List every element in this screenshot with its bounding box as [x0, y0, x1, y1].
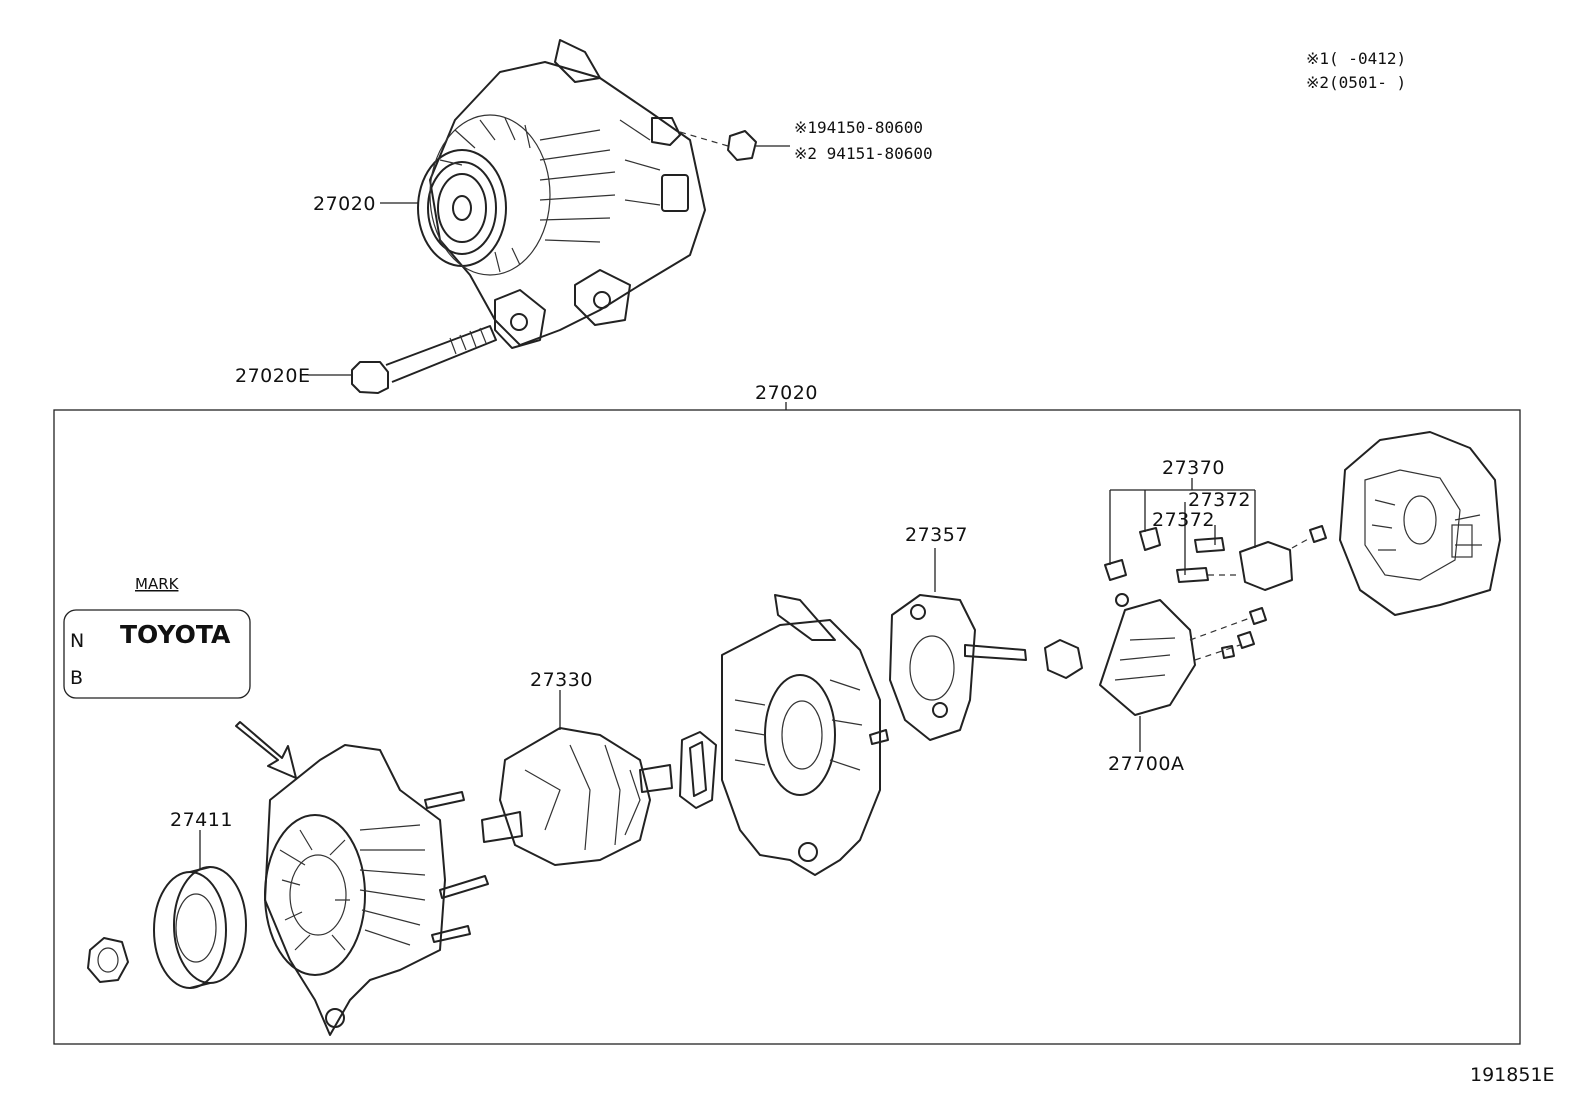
bolt-drawing — [308, 325, 497, 394]
rotor-drawing — [481, 690, 673, 866]
callout-assembly-group: 27020 — [755, 382, 818, 404]
pulley-drawing — [153, 830, 247, 989]
brush-holder-drawing — [889, 548, 1027, 741]
callout-regulator: 27700A — [1108, 753, 1184, 775]
terminal-nut-drawing — [679, 130, 790, 161]
callout-nut-1: ※194150-80600 — [794, 118, 923, 137]
pulley-nut-drawing — [87, 937, 129, 983]
callout-bolt: 27020E — [235, 365, 310, 387]
note-2: ※2(0501- ) — [1306, 73, 1406, 92]
seal-ring-drawing — [679, 731, 717, 809]
callout-nut-2: ※2 94151-80600 — [794, 144, 933, 163]
callout-brush-holder: 27357 — [905, 524, 968, 546]
mark-code-b: B — [70, 667, 83, 689]
drive-end-frame-drawing — [264, 744, 489, 1036]
terminal-insulator-drawing — [1044, 639, 1083, 679]
rear-cover-drawing — [1339, 431, 1501, 616]
callout-brush-b: 27372 — [1152, 509, 1215, 531]
alternator-assembly-drawing — [417, 39, 706, 349]
mark-heading: MARK — [135, 575, 180, 593]
note-1: ※1( -0412) — [1306, 49, 1406, 68]
catalog-number: 191851E — [1470, 1064, 1555, 1086]
rear-end-frame-drawing — [721, 594, 889, 876]
mark-location-arrow — [235, 721, 297, 779]
brush-group-drawing — [1104, 478, 1327, 591]
callout-brush-group: 27370 — [1162, 457, 1225, 479]
callout-brush-a: 27372 — [1188, 489, 1251, 511]
mark-code-n: N — [70, 630, 84, 652]
callout-alternator-assembly: 27020 — [313, 193, 376, 215]
mark-box: MARK TOYOTA N B — [63, 575, 251, 699]
callout-rotor: 27330 — [530, 669, 593, 691]
callout-pulley: 27411 — [170, 809, 233, 831]
breakdown-frame — [53, 409, 1521, 1045]
mark-brand: TOYOTA — [120, 620, 231, 649]
regulator-drawing — [1099, 593, 1251, 752]
regulator-screws-drawing — [1221, 607, 1267, 659]
